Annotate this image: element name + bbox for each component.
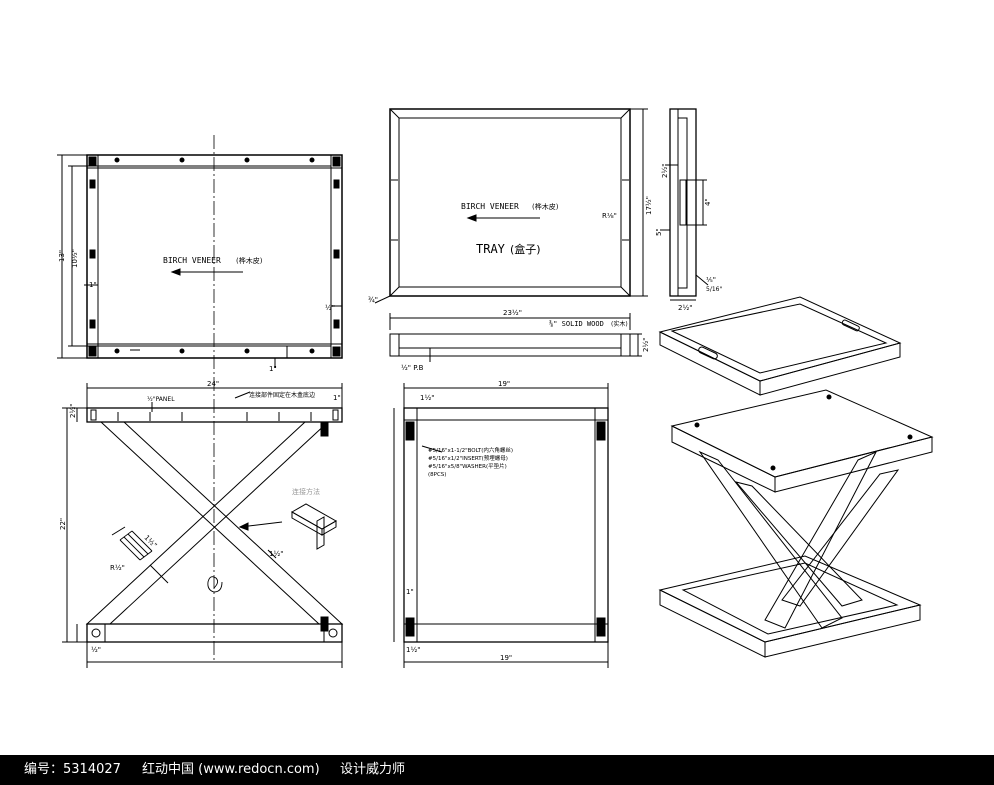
footer-credit: 设计威力师 (340, 762, 406, 777)
front-view-dim-slot: R½" (110, 564, 125, 572)
front-view-dim-height: 22" (59, 518, 67, 530)
cad-drawing: BIRCH VENEER (桦木皮) 13" 10½" 1" ½" 1" BIR… (57, 108, 934, 668)
side-view-dim-foot: 1½" (406, 646, 420, 654)
tray-dim-width: 23½" (503, 309, 522, 317)
top-view-dim-small: ½" (325, 304, 335, 312)
side-detail (660, 108, 709, 301)
side-view-dim-left: 1" (406, 588, 414, 596)
tray-view (374, 108, 648, 362)
side-view-dim-bottom: 19" (500, 654, 512, 662)
side-view-hardware-4: (8PCS) (428, 472, 446, 478)
top-view-dim-inner: 10½" (71, 249, 79, 268)
tray-label-cn: (桦木皮) (532, 202, 559, 211)
footer-id: 编号：5314027 (24, 762, 121, 777)
side-detail-dim-a: 2½" (661, 164, 669, 178)
side-view-hardware-1: #5/16"x1-1/2"BOLT(内六角螺丝) (428, 446, 513, 454)
side-detail-dim-f: 2½" (678, 304, 692, 312)
front-view-dim-bottom: ½" (91, 646, 101, 654)
side-view-dim-width: 19" (498, 380, 510, 388)
side-detail-dim-c: 5" (655, 228, 663, 236)
top-view (57, 135, 343, 660)
tray-dim-height: 17½" (645, 196, 653, 215)
front-view-dim-width: 24" (207, 380, 219, 388)
tray-title-cn: (盒子) (510, 242, 541, 256)
tray-solid-wood: ⅜" SOLID WOOD (549, 319, 604, 328)
side-detail-dim-e: 5/16" (706, 286, 722, 293)
tray-title: TRAY (476, 242, 506, 256)
front-view-dim-bar: 2½" (69, 404, 77, 418)
side-view-dim-top: 1½" (420, 394, 434, 402)
watermark-footer: 编号：5314027 红动中国 (www.redocn.com) 设计威力师 (0, 755, 994, 785)
footer-site-link[interactable]: 红动中国 (www.redocn.com) (142, 762, 320, 777)
side-detail-dim-d: ⅕" (706, 276, 716, 284)
side-view-hardware-3: #5/16"x5/8"WASHER(平垫片) (428, 462, 507, 470)
side-view (393, 383, 609, 668)
top-view-dim-side: 1" (89, 281, 97, 289)
front-view-panel: ½"PANEL (147, 396, 175, 403)
side-detail-dim-b: 4" (704, 198, 712, 206)
top-view-label: BIRCH VENEER (163, 256, 221, 265)
isometric-stool (658, 389, 934, 658)
front-view-dim-right: 1" (333, 394, 341, 402)
tray-dim-corner: ¾" (368, 296, 378, 304)
front-view (62, 383, 344, 668)
tray-dim-ply: ½" P.B (401, 364, 424, 372)
tray-solid-wood-cn: (实木) (611, 320, 628, 328)
tray-label: BIRCH VENEER (461, 202, 519, 211)
tray-dim-thick: 2½" (642, 338, 650, 352)
top-view-label-cn: (桦木皮) (236, 256, 263, 265)
front-view-joint-label: 连接方法 (292, 487, 320, 496)
tray-dim-radius: R⅛" (602, 212, 617, 220)
top-view-dim-height: 13" (58, 250, 66, 262)
front-view-dim-cross: 1½" (269, 550, 283, 558)
side-view-hardware-2: #5/16"x1/2"INSERT(预埋螺母) (428, 454, 508, 462)
top-view-dim-bottom: 1" (269, 365, 277, 373)
front-view-note-cn: 连接部件固定在木盒底边 (249, 391, 315, 399)
isometric-tray (658, 296, 902, 396)
front-view-dim-slot2: 1½" (142, 534, 158, 550)
